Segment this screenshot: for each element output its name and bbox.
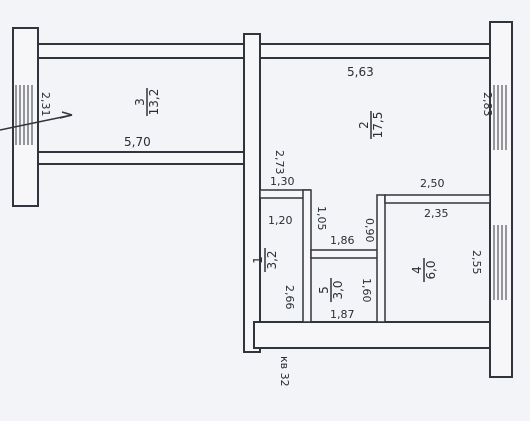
dim-1-87: 1,87 (330, 308, 355, 321)
room-1-number: 1 (251, 256, 265, 264)
room-4-number: 4 (410, 266, 424, 274)
room5-top-wall (310, 249, 382, 259)
dim-5-63: 5,63 (347, 65, 374, 79)
room-1-area: 3,2 (265, 250, 279, 269)
room4-top-wall (384, 194, 491, 204)
room-2-area: 17,5 (371, 112, 385, 139)
room-4-label: 4 6,0 (410, 258, 438, 282)
room-5-number: 5 (317, 286, 331, 294)
dim-1-20: 1,20 (268, 214, 293, 227)
room-3-label: 3 13,2 (133, 88, 161, 116)
dimensions: 5,63 5,70 2,73 2,83 2,31 1,30 1,20 1,05 … (39, 65, 494, 387)
dim-5-70: 5,70 (124, 135, 151, 149)
top-wall (37, 43, 497, 59)
dim-2-73: 2,73 (273, 150, 286, 175)
room-1-label: 1 3,2 (251, 248, 279, 272)
dim-2-31: 2,31 (39, 92, 52, 117)
dim-2-50: 2,50 (420, 177, 445, 190)
room3-bottom-wall (37, 151, 245, 165)
room1-right-wall (302, 189, 312, 323)
room-2-label: 2 17,5 (357, 111, 385, 139)
dim-1-60: 1,60 (360, 278, 373, 303)
apartment-label: кв 32 (278, 356, 291, 387)
room-5-label: 5 3,0 (317, 278, 345, 302)
right-wall (489, 21, 513, 378)
room-2-number: 2 (357, 121, 371, 129)
room-3-number: 3 (133, 98, 147, 106)
dim-2-83: 2,83 (481, 92, 494, 117)
dim-2-35: 2,35 (424, 207, 449, 220)
left-wall (12, 27, 39, 207)
room-3-area: 13,2 (147, 89, 161, 116)
dim-1-05: 1,05 (315, 206, 328, 231)
dim-0-90: 0,90 (363, 218, 376, 243)
room-5-area: 3,0 (331, 280, 345, 299)
dim-1-30: 1,30 (270, 175, 295, 188)
windows (0, 85, 507, 300)
walls (12, 21, 513, 378)
room4-left-wall (376, 194, 386, 323)
room-4-area: 6,0 (424, 260, 438, 279)
dim-2-55: 2,55 (470, 250, 483, 275)
dim-1-86: 1,86 (330, 234, 355, 247)
dim-2-66: 2,66 (283, 285, 296, 310)
bottom-wall (253, 321, 491, 349)
center-wall (243, 33, 261, 353)
